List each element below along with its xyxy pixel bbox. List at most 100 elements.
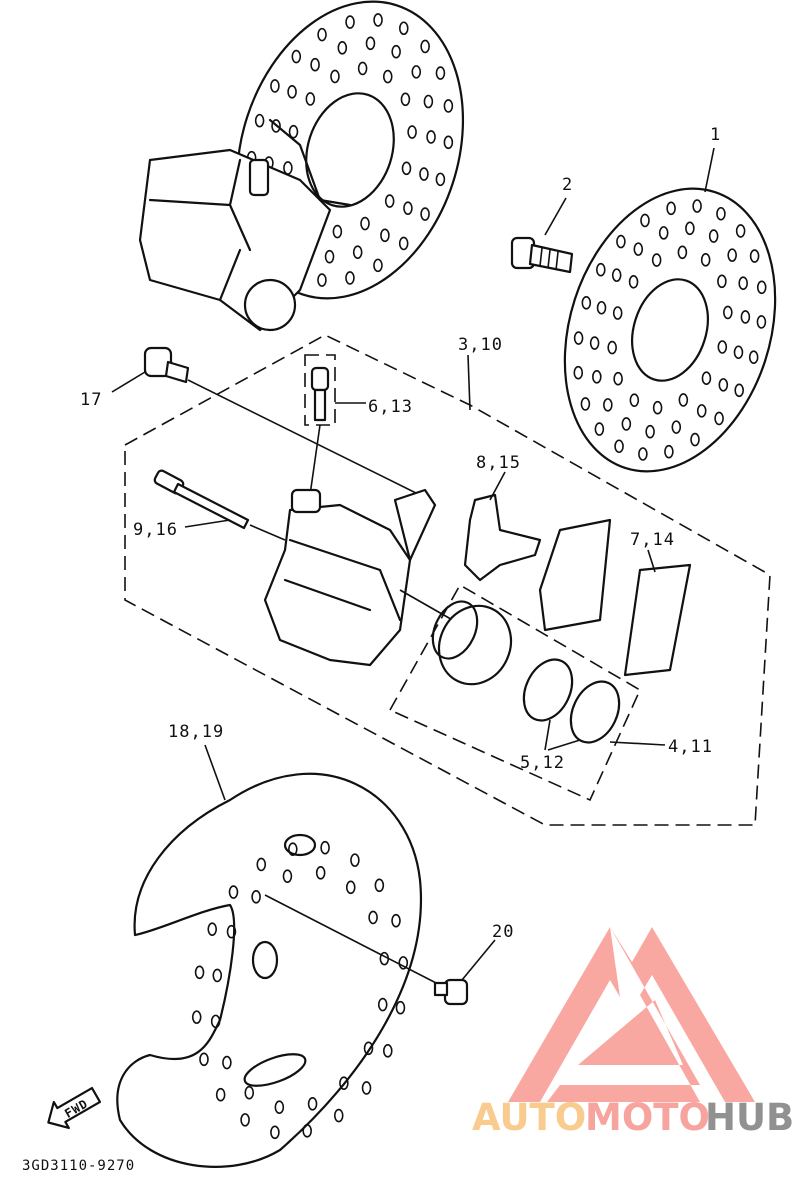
diagram-code: 3GD3110-9270 — [22, 1158, 135, 1174]
brake-disc-1 — [563, 187, 777, 473]
pad-spring — [463, 493, 542, 582]
disc-hole — [727, 248, 737, 262]
disc-hole — [592, 369, 602, 384]
automotohub-logo: AUTO MOTO HUB — [472, 927, 794, 1139]
logo-word-auto: AUTO — [472, 1096, 586, 1139]
disc-hole — [426, 130, 436, 144]
disc-hole — [581, 296, 592, 310]
logo-word-moto: MOTO — [585, 1096, 710, 1139]
disc-hole — [382, 69, 393, 84]
brake-pads — [538, 518, 692, 677]
disc-hole — [320, 840, 330, 855]
disc-hole — [652, 400, 663, 415]
piston — [431, 600, 513, 686]
disc-hole — [589, 336, 600, 350]
disc-hole — [573, 365, 584, 380]
disc-hole — [690, 432, 700, 447]
disc-hole — [740, 310, 751, 324]
bolt-20 — [433, 978, 469, 1006]
disc-hole — [191, 1010, 202, 1024]
disc-hole — [274, 1100, 285, 1114]
disc-hole — [419, 167, 429, 181]
disc-hole — [291, 49, 302, 64]
label-5-12: 5,12 — [520, 753, 565, 773]
disc-hole — [244, 1085, 255, 1100]
disc-hole — [254, 113, 265, 128]
disc-hole — [398, 21, 409, 36]
assembled-caliper — [138, 118, 352, 332]
disc-hole — [621, 417, 632, 431]
disc-hole — [228, 885, 239, 899]
disc-hole — [360, 216, 370, 231]
disc-hole — [373, 258, 383, 273]
disc-hole — [651, 253, 662, 267]
disc-hole — [596, 300, 607, 315]
disc-hole — [256, 857, 267, 872]
disc-hole — [658, 226, 669, 240]
disc-hole — [332, 224, 343, 239]
disc-hole — [271, 119, 281, 133]
disc-hole — [611, 268, 622, 282]
disc-hole — [701, 371, 712, 386]
disc-hole — [435, 172, 446, 187]
disc-hole — [333, 1108, 344, 1123]
disc-hole — [337, 41, 348, 55]
disc-hole — [435, 66, 446, 80]
disc-hole — [315, 866, 326, 880]
seal-kit-boundary — [388, 583, 642, 802]
label-1: 1 — [710, 125, 721, 145]
disc-hole — [738, 276, 748, 291]
disc-hole — [612, 306, 623, 320]
slide-pin — [153, 469, 286, 541]
disc-hole — [696, 404, 707, 418]
disc-hole — [645, 424, 655, 439]
disc-hole — [373, 13, 383, 27]
disc-hole — [685, 221, 695, 236]
disc-hole — [365, 36, 376, 51]
disc-hole — [735, 224, 746, 238]
disc-hole — [573, 331, 584, 345]
label-20: 20 — [492, 922, 514, 942]
disc-hole — [718, 378, 729, 392]
label-17: 17 — [80, 390, 102, 410]
disc-hole — [756, 280, 767, 295]
disc-hole — [629, 393, 640, 407]
label-9-16: 9,16 — [133, 520, 178, 540]
disc-hole — [377, 997, 388, 1012]
disc-hole — [603, 398, 613, 412]
disc-hole — [443, 135, 454, 150]
disc-hole — [363, 1041, 374, 1056]
disc-hole — [733, 345, 744, 360]
disc-hole — [640, 213, 650, 228]
disc-hole — [251, 890, 261, 904]
disc-hole — [756, 315, 767, 329]
disc-hole — [240, 1113, 250, 1127]
disc-hole — [199, 1052, 209, 1067]
disc-hole — [212, 968, 223, 983]
label-7-14: 7,14 — [630, 530, 675, 550]
disc-hole — [716, 206, 726, 221]
disc-hole — [288, 124, 299, 139]
disc-hole — [596, 262, 606, 277]
disc-hole — [723, 305, 733, 320]
disc-hole — [613, 371, 623, 386]
disc-hole — [345, 271, 355, 285]
disc-hole — [411, 65, 422, 79]
disc-hole — [580, 397, 591, 411]
disc-hole — [700, 253, 711, 267]
disc-hole — [708, 229, 719, 243]
disc-hole — [420, 207, 430, 221]
disc-hole — [594, 422, 605, 436]
disc-hole — [616, 234, 626, 249]
label-8-15: 8,15 — [476, 453, 521, 473]
disc-hole — [398, 236, 409, 251]
disc-hole — [717, 274, 727, 289]
brake-disc-18-19 — [116, 772, 441, 1168]
disc-hole — [407, 125, 417, 139]
piston-seals — [522, 658, 621, 744]
disc-hole — [368, 910, 378, 925]
disc-hole — [400, 92, 411, 107]
disc-hole — [614, 439, 624, 454]
disc-hole — [305, 92, 316, 106]
